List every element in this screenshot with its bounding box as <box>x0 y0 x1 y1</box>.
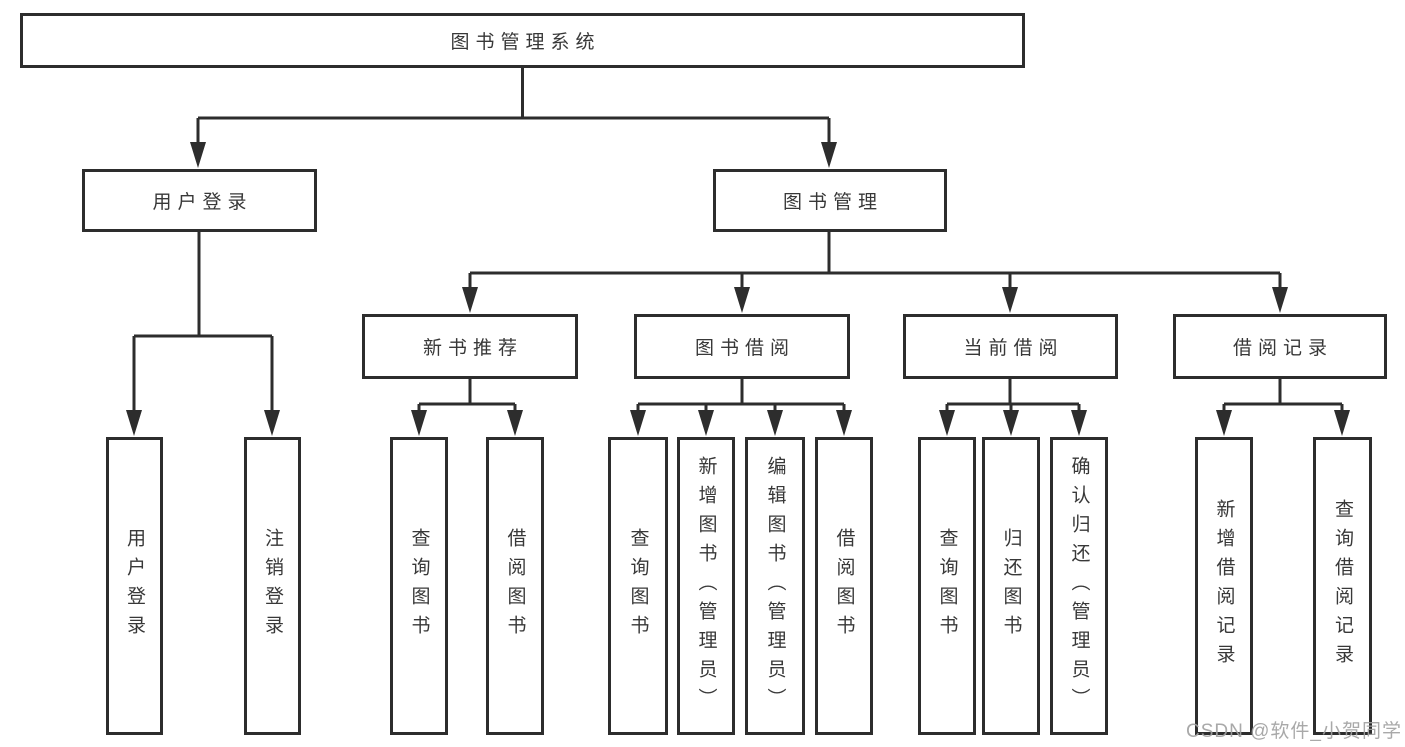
leaf-user-login: 用户登录 <box>106 437 163 735</box>
connector-path <box>132 68 1344 413</box>
leaf-borrow-books-borrowing: 借阅图书 <box>815 437 873 735</box>
leaf-return-books-label: 归还图书 <box>1000 528 1022 644</box>
node-book-borrowing: 图书借阅 <box>634 314 850 379</box>
node-root-label: 图书管理系统 <box>450 32 601 53</box>
leaf-query-books-current: 查询图书 <box>918 437 976 735</box>
leaf-borrow-books-recommend-label: 借阅图书 <box>504 528 526 644</box>
leaf-user-login-label: 用户登录 <box>124 528 145 644</box>
leaf-add-books-admin-label: 新增图书（管理员） <box>695 455 717 717</box>
arrowheads <box>126 142 1350 436</box>
leaf-query-books-recommend-label: 查询图书 <box>408 528 430 644</box>
leaf-add-borrow-record: 新增借阅记录 <box>1195 437 1253 735</box>
leaf-confirm-return-admin-label: 确认归还（管理员） <box>1068 455 1090 717</box>
leaf-query-borrow-record: 查询借阅记录 <box>1313 437 1372 735</box>
leaf-borrow-books-recommend: 借阅图书 <box>486 437 544 735</box>
node-user-login-label: 用户登录 <box>152 192 253 213</box>
leaf-edit-books-admin: 编辑图书（管理员） <box>745 437 805 735</box>
leaf-edit-books-admin-label: 编辑图书（管理员） <box>764 455 786 717</box>
node-borrowing-records: 借阅记录 <box>1173 314 1387 379</box>
node-user-login: 用户登录 <box>82 169 317 232</box>
node-book-management-label: 图书管理 <box>782 192 883 213</box>
leaf-logout: 注销登录 <box>244 437 301 735</box>
node-book-management: 图书管理 <box>713 169 947 232</box>
leaf-query-borrow-record-label: 查询借阅记录 <box>1332 499 1353 673</box>
leaf-query-books-current-label: 查询图书 <box>936 528 958 644</box>
leaf-query-books-borrowing: 查询图书 <box>608 437 668 735</box>
node-root: 图书管理系统 <box>20 13 1025 68</box>
node-current-borrowing-label: 当前借阅 <box>963 338 1064 359</box>
node-borrowing-records-label: 借阅记录 <box>1232 338 1333 359</box>
leaf-confirm-return-admin: 确认归还（管理员） <box>1050 437 1108 735</box>
node-new-book-recommend: 新书推荐 <box>362 314 578 379</box>
leaf-query-books-recommend: 查询图书 <box>390 437 448 735</box>
leaf-add-books-admin: 新增图书（管理员） <box>677 437 735 735</box>
leaf-borrow-books-borrowing-label: 借阅图书 <box>833 528 855 644</box>
node-new-book-recommend-label: 新书推荐 <box>422 338 523 359</box>
node-current-borrowing: 当前借阅 <box>903 314 1118 379</box>
leaf-add-borrow-record-label: 新增借阅记录 <box>1213 499 1235 673</box>
watermark-text: CSDN @软件_小贺同学 <box>1186 721 1402 742</box>
leaf-return-books: 归还图书 <box>982 437 1040 735</box>
leaf-query-books-borrowing-label: 查询图书 <box>627 528 649 644</box>
node-book-borrowing-label: 图书借阅 <box>694 338 795 359</box>
leaf-logout-label: 注销登录 <box>262 528 283 644</box>
